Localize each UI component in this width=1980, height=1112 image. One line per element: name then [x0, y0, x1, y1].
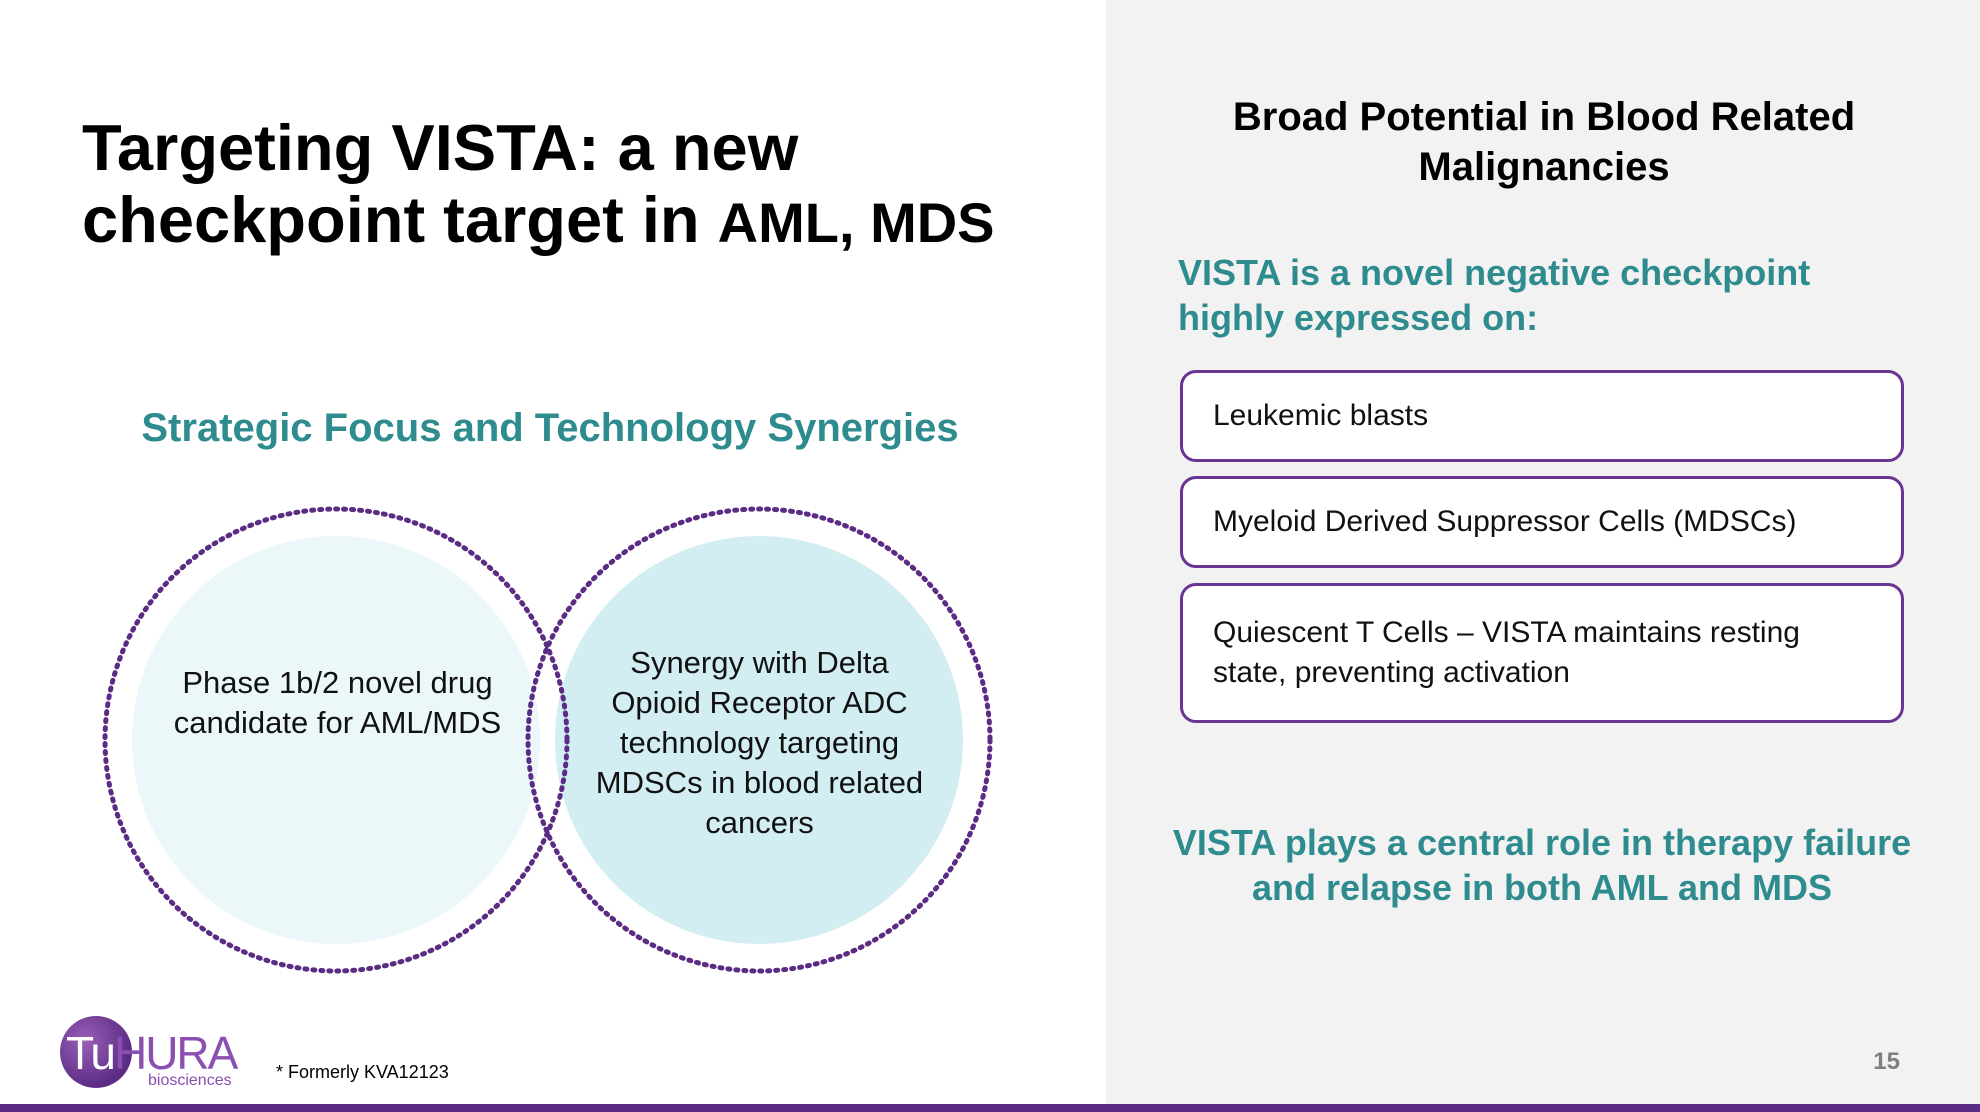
venn-diagram: [102, 506, 993, 974]
expression-item-text: Quiescent T Cells – VISTA maintains rest…: [1213, 616, 1800, 689]
strategic-focus-heading: Strategic Focus and Technology Synergies: [141, 406, 959, 450]
expression-box-leukemic: Leukemic blasts: [1180, 370, 1904, 462]
page-number: 15: [1873, 1048, 1900, 1075]
venn-left-circle-border: [102, 506, 570, 974]
bottom-accent-bar: [0, 1104, 1980, 1112]
venn-left-circle-fill: [132, 536, 540, 944]
title-line-2-a: checkpoint target in: [82, 183, 718, 256]
slide-title: Targeting VISTA: a new checkpoint target…: [82, 112, 1062, 259]
expression-item-text: Myeloid Derived Suppressor Cells (MDSCs): [1213, 505, 1797, 538]
logo-subtitle: biosciences: [148, 1072, 232, 1089]
expression-box-tcells: Quiescent T Cells – VISTA maintains rest…: [1180, 583, 1904, 723]
title-line-2: checkpoint target in AML, MDS: [82, 184, 1062, 259]
expression-box-mdsc: Myeloid Derived Suppressor Cells (MDSCs): [1180, 476, 1904, 568]
venn-right-circle-border: [525, 506, 993, 974]
venn-left-text: Phase 1b/2 novel drug candidate for AML/…: [173, 665, 502, 740]
tuhura-logo: TuHURA biosciences: [60, 1012, 246, 1092]
vista-conclusion-text: VISTA plays a central role in therapy fa…: [1172, 822, 1912, 908]
venn-right-circle-fill: [555, 536, 963, 944]
vista-intro-text: VISTA is a novel negative checkpoint hig…: [1178, 252, 1811, 338]
expression-item-text: Leukemic blasts: [1213, 399, 1429, 432]
logo-hura: HURA: [113, 1027, 238, 1079]
venn-right-text: Synergy with Delta Opioid Receptor ADC t…: [595, 645, 924, 840]
logo-tu: Tu: [66, 1027, 116, 1079]
title-line-1: Targeting VISTA: a new: [82, 111, 799, 184]
footnote: * Formerly KVA12123: [276, 1062, 449, 1082]
title-line-2-b: AML, MDS: [717, 191, 995, 254]
logo-circle-icon: [60, 1016, 132, 1088]
logo-wordmark: TuHURA: [66, 1026, 238, 1080]
broad-potential-heading: Broad Potential in Blood Related Maligna…: [1232, 95, 1856, 189]
